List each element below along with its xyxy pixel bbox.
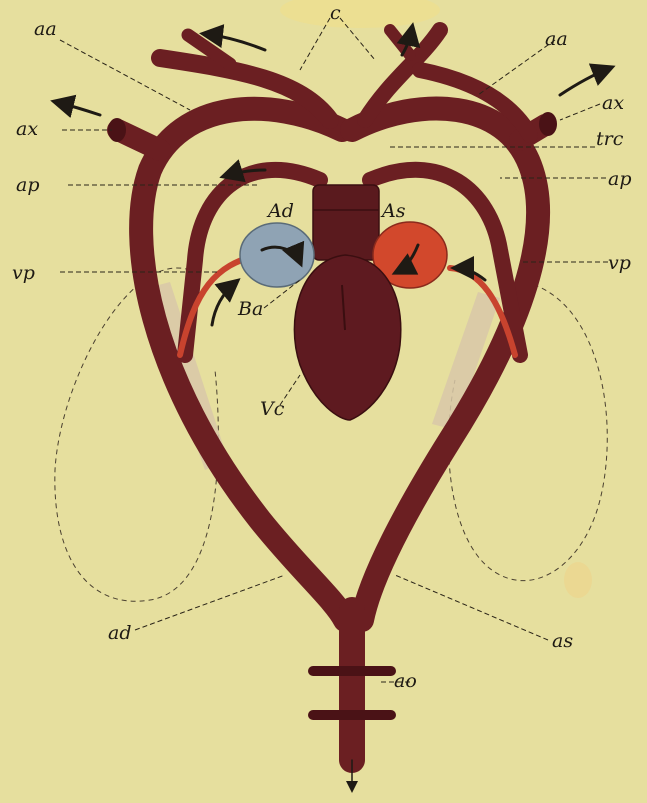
truncus-arteriosus bbox=[313, 185, 379, 260]
label-pulmonary-artery-left: ap bbox=[16, 176, 40, 195]
right-axillary-cut bbox=[539, 112, 557, 136]
aorta-band-lower bbox=[308, 710, 396, 720]
label-ventricle: Vc bbox=[260, 400, 284, 419]
label-aortic-arch-left: aa bbox=[34, 20, 57, 39]
right-axillary-flow-arrow bbox=[560, 68, 610, 95]
ventricle bbox=[294, 255, 400, 420]
label-dorsal-aorta: ao bbox=[394, 672, 417, 691]
label-aortic-arch-right: aa bbox=[545, 30, 568, 49]
label-pulmonary-vein-left: vp bbox=[12, 264, 35, 283]
label-pulmonary-vein-right: vp bbox=[608, 254, 631, 273]
label-axillary-left: ax bbox=[16, 120, 38, 139]
left-axillary-flow-arrow bbox=[56, 102, 100, 115]
label-right-aorta: ad bbox=[108, 624, 132, 643]
right-atrium bbox=[240, 223, 314, 287]
label-carotid: c bbox=[330, 4, 341, 23]
paper-stain bbox=[564, 562, 592, 598]
label-bulbus-arteriosus: Ba bbox=[238, 300, 263, 319]
label-right-atrium: Ad bbox=[268, 202, 294, 221]
vein-to-atrium-arrow bbox=[212, 282, 236, 325]
label-truncus: trc bbox=[596, 130, 623, 149]
label-axillary-right: ax bbox=[602, 94, 624, 113]
aorta-band-upper bbox=[308, 666, 396, 676]
paper-stain bbox=[280, 0, 440, 28]
label-left-aorta: as bbox=[552, 632, 573, 651]
label-pulmonary-artery-right: ap bbox=[608, 170, 632, 189]
label-left-atrium: As bbox=[382, 202, 405, 221]
